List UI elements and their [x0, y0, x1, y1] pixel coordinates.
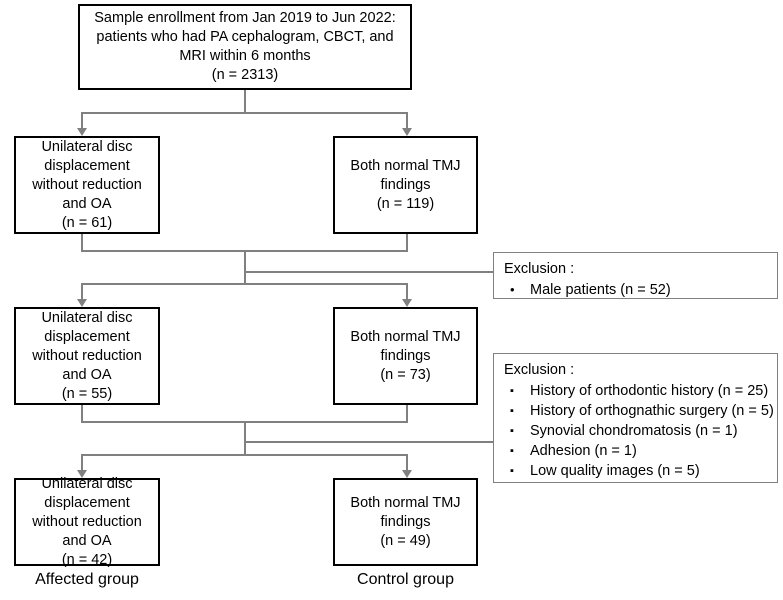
bullet-square-icon: ▪: [510, 465, 514, 477]
exclusion-1-list: • Male patients (n = 52): [504, 280, 769, 300]
exclusion-2-item-text-4: Adhesion (n = 1): [530, 443, 637, 459]
bullet-square-icon: ▪: [510, 405, 514, 417]
arrowhead-control-2: [402, 299, 412, 307]
bullet-square-icon: ▪: [510, 425, 514, 437]
enrollment-box: Sample enrollment from Jan 2019 to Jun 2…: [78, 4, 412, 90]
control-box-row-2: Both normal TMJ findings (n = 73): [333, 307, 478, 405]
connector-split-bar-2: [81, 454, 408, 456]
exclusion-2-item-text-1: History of orthodontic history (n = 25): [530, 383, 769, 399]
exclusion-2-list: ▪ History of orthodontic history (n = 25…: [504, 381, 774, 481]
connector-control-2-down: [406, 405, 408, 423]
affected-2-count: (n = 55): [61, 385, 113, 402]
exclusion-1-title: Exclusion :: [504, 261, 575, 277]
connector-to-control-2: [406, 283, 408, 301]
connector-exclusion-1-branch: [244, 271, 493, 273]
control-1-count: (n = 119): [376, 195, 435, 212]
affected-2-line-1: Unilateral disc: [41, 309, 133, 326]
control-2-line-1: Both normal TMJ: [350, 328, 461, 345]
control-3-line-1: Both normal TMJ: [350, 494, 461, 511]
arrowhead-control-3: [402, 470, 412, 478]
exclusion-1-item-text: Male patients (n = 52): [530, 282, 671, 298]
arrowhead-affected-3: [77, 470, 87, 478]
exclusion-2-item-text-3: Synovial chondromatosis (n = 1): [530, 423, 738, 439]
affected-1-count: (n = 61): [61, 214, 113, 231]
control-3-line-2: findings: [380, 513, 431, 530]
affected-1-line-3: without reduction: [32, 176, 142, 193]
exclusion-2-item: ▪ History of orthognathic surgery (n = 5…: [504, 401, 774, 421]
affected-3-line-1: Unilateral disc: [41, 475, 133, 492]
control-box-row-1: Both normal TMJ findings (n = 119): [333, 136, 478, 234]
control-2-count: (n = 73): [380, 366, 431, 383]
connector-to-control-3: [406, 454, 408, 472]
connector-affected-1-down: [81, 234, 83, 252]
connector-to-affected-1: [81, 112, 83, 130]
control-2-line-2: findings: [380, 347, 431, 364]
enrollment-line-1: Sample enrollment from Jan 2019 to Jun 2…: [94, 10, 396, 26]
affected-3-count: (n = 42): [61, 551, 113, 568]
affected-2-line-3: without reduction: [32, 347, 142, 364]
connector-to-control-1: [406, 112, 408, 130]
exclusion-2-item: ▪ History of orthodontic history (n = 25…: [504, 381, 769, 401]
arrowhead-affected-2: [77, 299, 87, 307]
bullet-square-icon: ▪: [510, 385, 514, 397]
affected-3-line-4: and OA: [62, 532, 112, 549]
affected-2-line-2: displacement: [44, 328, 130, 345]
connector-center-stem-2: [244, 421, 246, 456]
enrollment-line-4: (n = 2313): [211, 67, 279, 83]
exclusion-2-item: ▪ Adhesion (n = 1): [504, 441, 769, 461]
caption-control-group: Control group: [357, 571, 454, 588]
affected-box-row-1: Unilateral disc displacement without red…: [14, 136, 160, 234]
exclusion-2-title: Exclusion :: [504, 362, 575, 378]
exclusion-note-1: Exclusion : • Male patients (n = 52): [493, 252, 778, 299]
connector-split-bar-1: [81, 283, 408, 285]
affected-1-line-1: Unilateral disc: [41, 138, 133, 155]
connector-center-stem-1: [244, 250, 246, 285]
affected-2-line-4: and OA: [62, 366, 112, 383]
connector-control-1-down: [406, 234, 408, 252]
affected-3-line-3: without reduction: [32, 513, 142, 530]
control-3-count: (n = 49): [380, 532, 431, 549]
exclusion-2-item: ▪ Synovial chondromatosis (n = 1): [504, 421, 769, 441]
connector-to-affected-2: [81, 283, 83, 301]
control-1-line-2: findings: [380, 176, 431, 193]
affected-1-line-2: displacement: [44, 157, 130, 174]
caption-affected-group: Affected group: [35, 571, 139, 588]
exclusion-2-item: ▪ Low quality images (n = 5): [504, 461, 769, 481]
connector-affected-2-down: [81, 405, 83, 423]
exclusion-note-2: Exclusion : ▪ History of orthodontic his…: [493, 353, 778, 483]
bullet-round-icon: •: [510, 282, 515, 297]
control-1-line-1: Both normal TMJ: [350, 157, 461, 174]
connector-enrollment-stem: [244, 90, 246, 113]
exclusion-2-item-text-2: History of orthognathic surgery (n = 5): [530, 403, 774, 419]
affected-1-line-4: and OA: [62, 195, 112, 212]
exclusion-1-item: • Male patients (n = 52): [504, 280, 769, 300]
connector-enrollment-split-bar: [81, 112, 408, 114]
enrollment-line-3: MRI within 6 months: [179, 48, 311, 64]
exclusion-2-item-text-5: Low quality images (n = 5): [530, 463, 700, 479]
bullet-square-icon: ▪: [510, 445, 514, 457]
affected-box-row-2: Unilateral disc displacement without red…: [14, 307, 160, 405]
connector-to-affected-3: [81, 454, 83, 472]
arrowhead-control-1: [402, 128, 412, 136]
control-box-row-3: Both normal TMJ findings (n = 49): [333, 478, 478, 566]
affected-box-row-3: Unilateral disc displacement without red…: [14, 475, 160, 568]
connector-exclusion-2-branch: [244, 441, 493, 443]
arrowhead-affected-1: [77, 128, 87, 136]
enrollment-line-2: patients who had PA cephalogram, CBCT, a…: [96, 29, 394, 45]
affected-3-line-2: displacement: [44, 494, 130, 511]
